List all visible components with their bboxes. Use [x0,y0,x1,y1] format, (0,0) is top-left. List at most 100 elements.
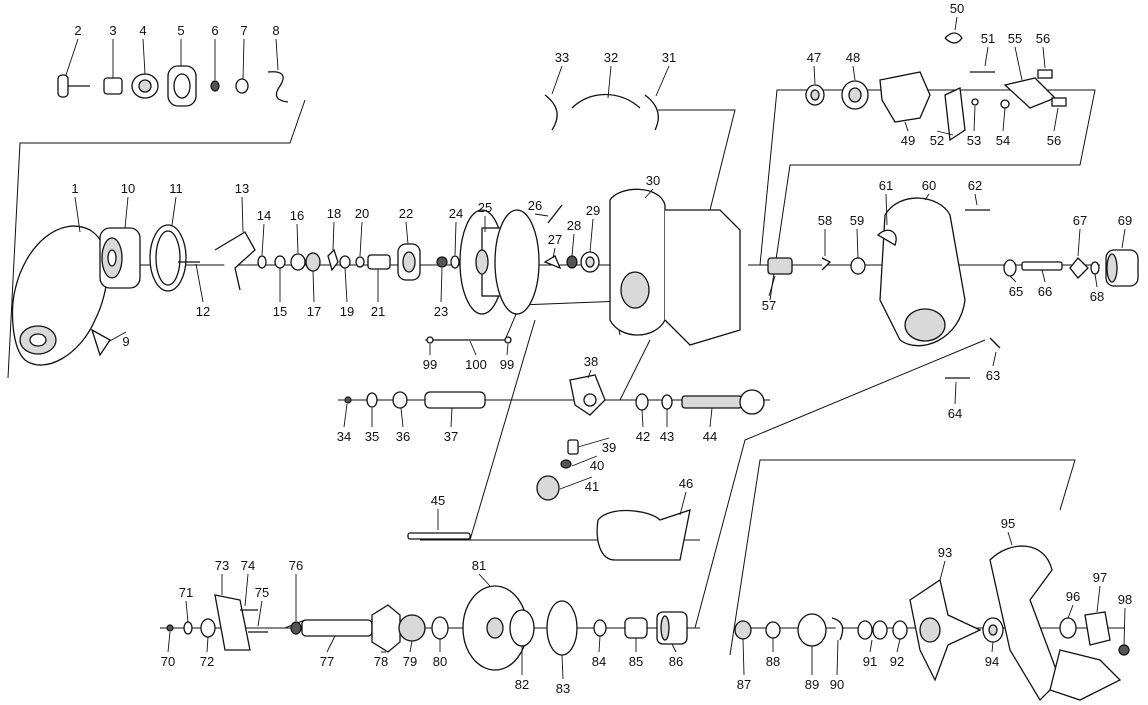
callout-number: 50 [950,1,964,16]
callout-leader-line [344,267,348,303]
callout-p98: 98 [1118,592,1132,646]
callout-leader-line [904,121,909,132]
callout-leader-line [896,638,901,653]
part-4-bearing [131,73,159,99]
part-27-clip [543,255,562,270]
part-26-pin [547,204,563,224]
callout-p46: 46 [679,476,693,516]
part-70-clip [166,624,174,632]
callout-number: 5 [177,23,184,38]
callout-number: 3 [109,23,116,38]
callout-number: 44 [703,429,717,444]
callout-number: 75 [255,585,269,600]
callout-p7: 7 [240,23,248,80]
callout-leader-line [607,65,612,99]
callout-number: 62 [968,178,982,193]
part-83-drag-washer [546,600,578,656]
callout-p40: 40 [571,455,604,473]
callout-number: 40 [590,458,604,473]
callout-p72: 72 [200,636,214,669]
callout-p27: 27 [548,232,562,259]
callout-leader-line [534,213,549,217]
callout-number: 94 [985,654,999,669]
part-58-clip [821,257,832,271]
callout-number: 100 [465,357,487,372]
part-40-nut [560,459,572,469]
part-31-clip [644,94,659,131]
callout-p34: 34 [337,403,351,444]
callout-number: 54 [996,133,1010,148]
callout-number: 63 [986,368,1000,383]
callout-p68: 68 [1090,273,1104,304]
callout-leader-line [571,233,575,257]
callout-leader-line [241,196,244,233]
part-48-bearing [841,80,869,110]
part-33-clip [544,94,558,131]
part-93-star-drag [909,578,982,682]
callout-p12: 12 [195,263,210,319]
callout-number: 86 [669,654,683,669]
part-41-cap [536,475,560,501]
callout-number: 7 [240,23,247,38]
part-96-nut [1059,617,1077,639]
callout-number: 24 [449,206,463,221]
callout-p82: 82 [515,646,529,692]
callout-p31: 31 [655,50,676,97]
part-92-washer [892,620,908,640]
part-25-spool [459,209,540,315]
callout-leader-line [142,38,146,75]
callout-leader-line [577,437,610,448]
callout-p6: 6 [211,23,219,80]
callout-p45: 45 [431,493,445,530]
callout-number: 42 [636,429,650,444]
callout-leader-line [644,188,654,199]
callout-p52: 52 [930,130,954,148]
callout-p78: 78 [374,651,388,669]
callout-number: 30 [646,173,660,188]
callout-leader-line [939,560,946,581]
callout-number: 16 [290,208,304,223]
part-99-clip-a [426,336,434,344]
callout-p89: 89 [805,646,819,692]
part-21-spring [367,254,391,270]
callout-number: 55 [1008,31,1022,46]
callout-leader-line [65,38,79,76]
callout-p62: 62 [968,178,982,206]
callout-leader-line [257,600,263,627]
callout-leader-line [869,639,873,653]
part-84-washer [593,619,607,637]
callout-number: 14 [257,208,271,223]
part-16-bearing [290,253,306,271]
callout-number: 48 [846,50,860,65]
callout-leader-line [478,573,491,587]
callout-leader-line [454,221,457,256]
part-14-ring [257,255,267,269]
callout-leader-line [261,223,265,256]
callout-leader-line [552,247,556,259]
callout-p29: 29 [586,203,600,253]
callout-leader-line [359,221,363,257]
part-79-gear [398,614,426,642]
callout-p48: 48 [846,50,860,81]
callout-p23: 23 [434,267,448,319]
callout-number: 39 [602,440,616,455]
callout-leader-line [598,635,601,653]
callout-number: 89 [805,677,819,692]
callout-p39: 39 [577,437,616,455]
callout-leader-line [244,573,249,607]
part-24-washer [450,255,460,269]
callout-p59: 59 [850,213,864,259]
callout-p66: 66 [1038,269,1052,299]
callout-p100: 100 [465,340,487,372]
callout-leader-line [296,223,299,254]
callout-number: 64 [948,406,962,421]
callout-number: 1 [71,181,78,196]
callout-p95: 95 [1001,516,1015,546]
part-69-nut [1105,249,1139,287]
callout-number: 82 [515,677,529,692]
part-18-clip [327,248,339,272]
callout-number: 78 [374,654,388,669]
callout-number: 92 [890,654,904,669]
callout-p63: 63 [986,351,1000,383]
callout-p79: 79 [403,640,417,669]
